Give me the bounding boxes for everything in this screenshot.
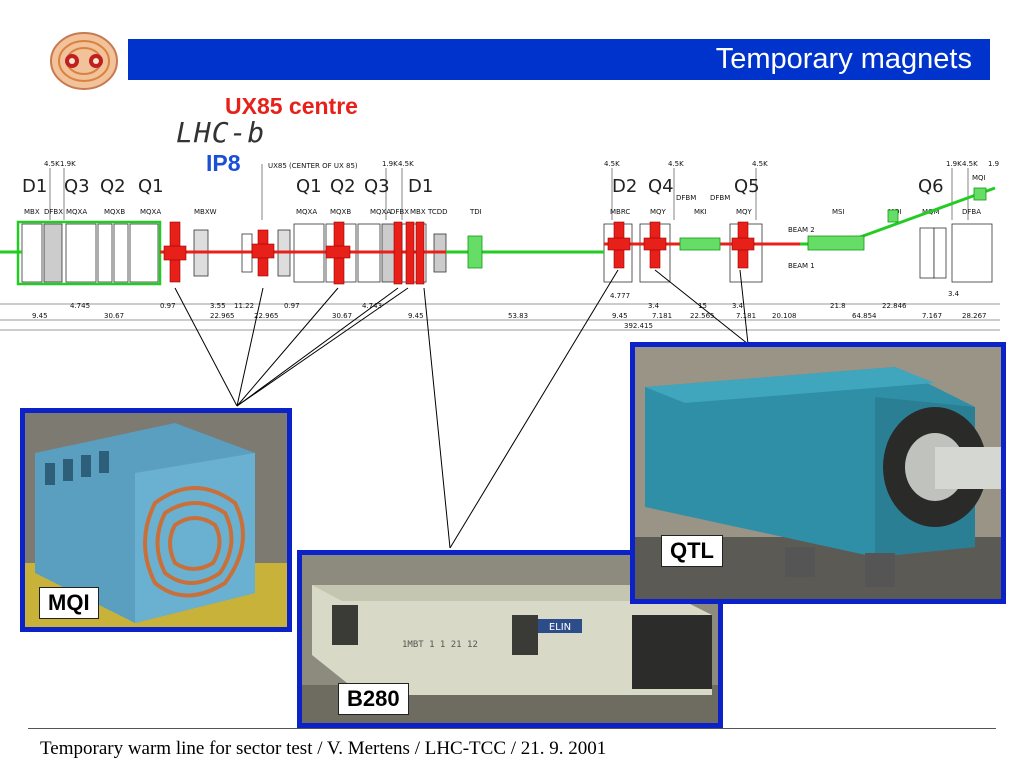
element-label: MBRC <box>610 208 630 216</box>
temp-label: 1.9K <box>60 160 76 168</box>
distance-label: 3.4 <box>948 290 960 298</box>
distance-label: 7.181 <box>652 312 672 320</box>
element-label: MBX <box>410 208 426 216</box>
element-label: MBX <box>24 208 40 216</box>
magnet-label: Q2 <box>330 176 356 197</box>
temp-label: 4.5K <box>398 160 414 168</box>
distance-label: 15 <box>698 302 707 310</box>
distance-label: 0.97 <box>284 302 300 310</box>
element-label: MQXA <box>296 208 317 216</box>
b280-plate: 1MBT 1 1 21 12 <box>402 640 478 650</box>
lhc-logo-icon <box>50 32 118 90</box>
distance-label: 64.854 <box>852 312 877 320</box>
elin-plate: ELIN <box>549 622 571 633</box>
element-labels: MBX DFBX MQXA MQXB MQXA MBXW MQXA MQXB M… <box>24 174 986 216</box>
element-label: MBXW <box>194 208 217 216</box>
distance-label: 3.4 <box>648 302 660 310</box>
element-label: MQY <box>650 208 667 216</box>
element-label: DFBX <box>44 208 63 216</box>
element-label: MQY <box>736 208 753 216</box>
element-label: MQI <box>972 174 986 182</box>
distance-label: 3.4 <box>732 302 744 310</box>
temp-label: 4.5K <box>604 160 620 168</box>
magnet-label: D1 <box>408 176 433 197</box>
magnet-label: Q1 <box>138 176 164 197</box>
distance-row-1: 9.45 30.67 22.965 22.965 30.67 9.45 53.8… <box>32 312 987 320</box>
element-label: DFBA <box>962 208 981 216</box>
magnet-label: Q1 <box>296 176 322 197</box>
distance-label: 4.743 <box>362 302 382 310</box>
distance-label: 22.565 <box>690 312 715 320</box>
temp-label: 1.9K <box>946 160 962 168</box>
distance-label: 4.777 <box>610 292 630 300</box>
magnet-label: D1 <box>22 176 47 197</box>
distance-label: 0.97 <box>160 302 176 310</box>
temp-label: 4.5K <box>752 160 768 168</box>
mqi-photo: MQI <box>20 408 292 632</box>
element-label: MQXA <box>66 208 87 216</box>
distance-label: 9.45 <box>612 312 628 320</box>
magnet-label: Q3 <box>364 176 390 197</box>
temp-label: 1.9 <box>988 160 999 168</box>
element-label: DFBM <box>710 194 730 202</box>
ux85-label: UX85 centre <box>225 93 358 119</box>
distance-label: 7.167 <box>922 312 942 320</box>
temp-label: 1.9K <box>382 160 398 168</box>
element-label: MQXA <box>370 208 391 216</box>
temp-label: 4.5K <box>962 160 978 168</box>
element-label: MQXB <box>330 208 351 216</box>
element-label: MSI <box>832 208 845 216</box>
element-label: DFBM <box>676 194 696 202</box>
distance-label: 11.22 <box>234 302 254 310</box>
distance-label: 4.745 <box>70 302 90 310</box>
ip8-label: IP8 <box>206 150 241 176</box>
distance-label: 22.965 <box>254 312 279 320</box>
distance-label: 21.8 <box>830 302 846 310</box>
footer-text: Temporary warm line for sector test / V.… <box>40 738 607 759</box>
qtl-photo: QTL <box>630 342 1006 604</box>
distance-label: 9.45 <box>408 312 424 320</box>
magnet-label: Q3 <box>64 176 90 197</box>
temperature-labels: 4.5K 1.9K 1.9K 4.5K 4.5K 4.5K 4.5K 1.9K … <box>44 160 999 168</box>
element-label: TDI <box>469 208 482 216</box>
temp-label: 4.5K <box>668 160 684 168</box>
distance-label: 9.45 <box>32 312 48 320</box>
beam-label: BEAM 2 <box>788 226 815 234</box>
b280-caption: B280 <box>338 683 409 715</box>
title-bar: Temporary magnets <box>128 39 990 80</box>
magnet-label: Q5 <box>734 176 760 197</box>
distance-label: 28.267 <box>962 312 987 320</box>
distance-label: 22.846 <box>882 302 907 310</box>
distance-row-2: 4.745 0.97 3.55 11.22 0.97 4.743 4.777 3… <box>70 290 960 310</box>
element-label: MQXB <box>104 208 125 216</box>
distance-label: 30.67 <box>332 312 352 320</box>
qtl-caption: QTL <box>661 535 723 567</box>
element-label: MQXA <box>140 208 161 216</box>
page-title: Temporary magnets <box>715 43 972 75</box>
total-distance: 392.415 <box>624 322 653 330</box>
element-label: MKI <box>694 208 707 216</box>
distance-label: 53.83 <box>508 312 528 320</box>
magnet-label: Q6 <box>918 176 944 197</box>
magnet-labels: D1 Q3 Q2 Q1 Q1 Q2 Q3 D1 D2 Q4 Q5 Q6 <box>22 176 944 197</box>
distance-label: 7.181 <box>736 312 756 320</box>
beamline-layout-diagram: D1 Q3 Q2 Q1 Q1 Q2 Q3 D1 D2 Q4 Q5 Q6 MBX … <box>0 160 1000 331</box>
magnet-label: Q4 <box>648 176 674 197</box>
temp-label: 4.5K <box>44 160 60 168</box>
lhcb-label: LHC-b <box>176 116 266 149</box>
distance-label: 3.55 <box>210 302 226 310</box>
mqi-caption: MQI <box>39 587 99 619</box>
magnet-label: D2 <box>612 176 637 197</box>
distance-label: 30.67 <box>104 312 124 320</box>
ux85-note: UX85 (CENTER OF UX 85) <box>268 162 358 170</box>
distance-label: 22.965 <box>210 312 235 320</box>
magnet-label: Q2 <box>100 176 126 197</box>
beam-label: BEAM 1 <box>788 262 815 270</box>
element-label: DFBX <box>390 208 409 216</box>
footer-divider <box>28 728 996 729</box>
element-label: TCDD <box>427 208 448 216</box>
distance-label: 20.108 <box>772 312 797 320</box>
